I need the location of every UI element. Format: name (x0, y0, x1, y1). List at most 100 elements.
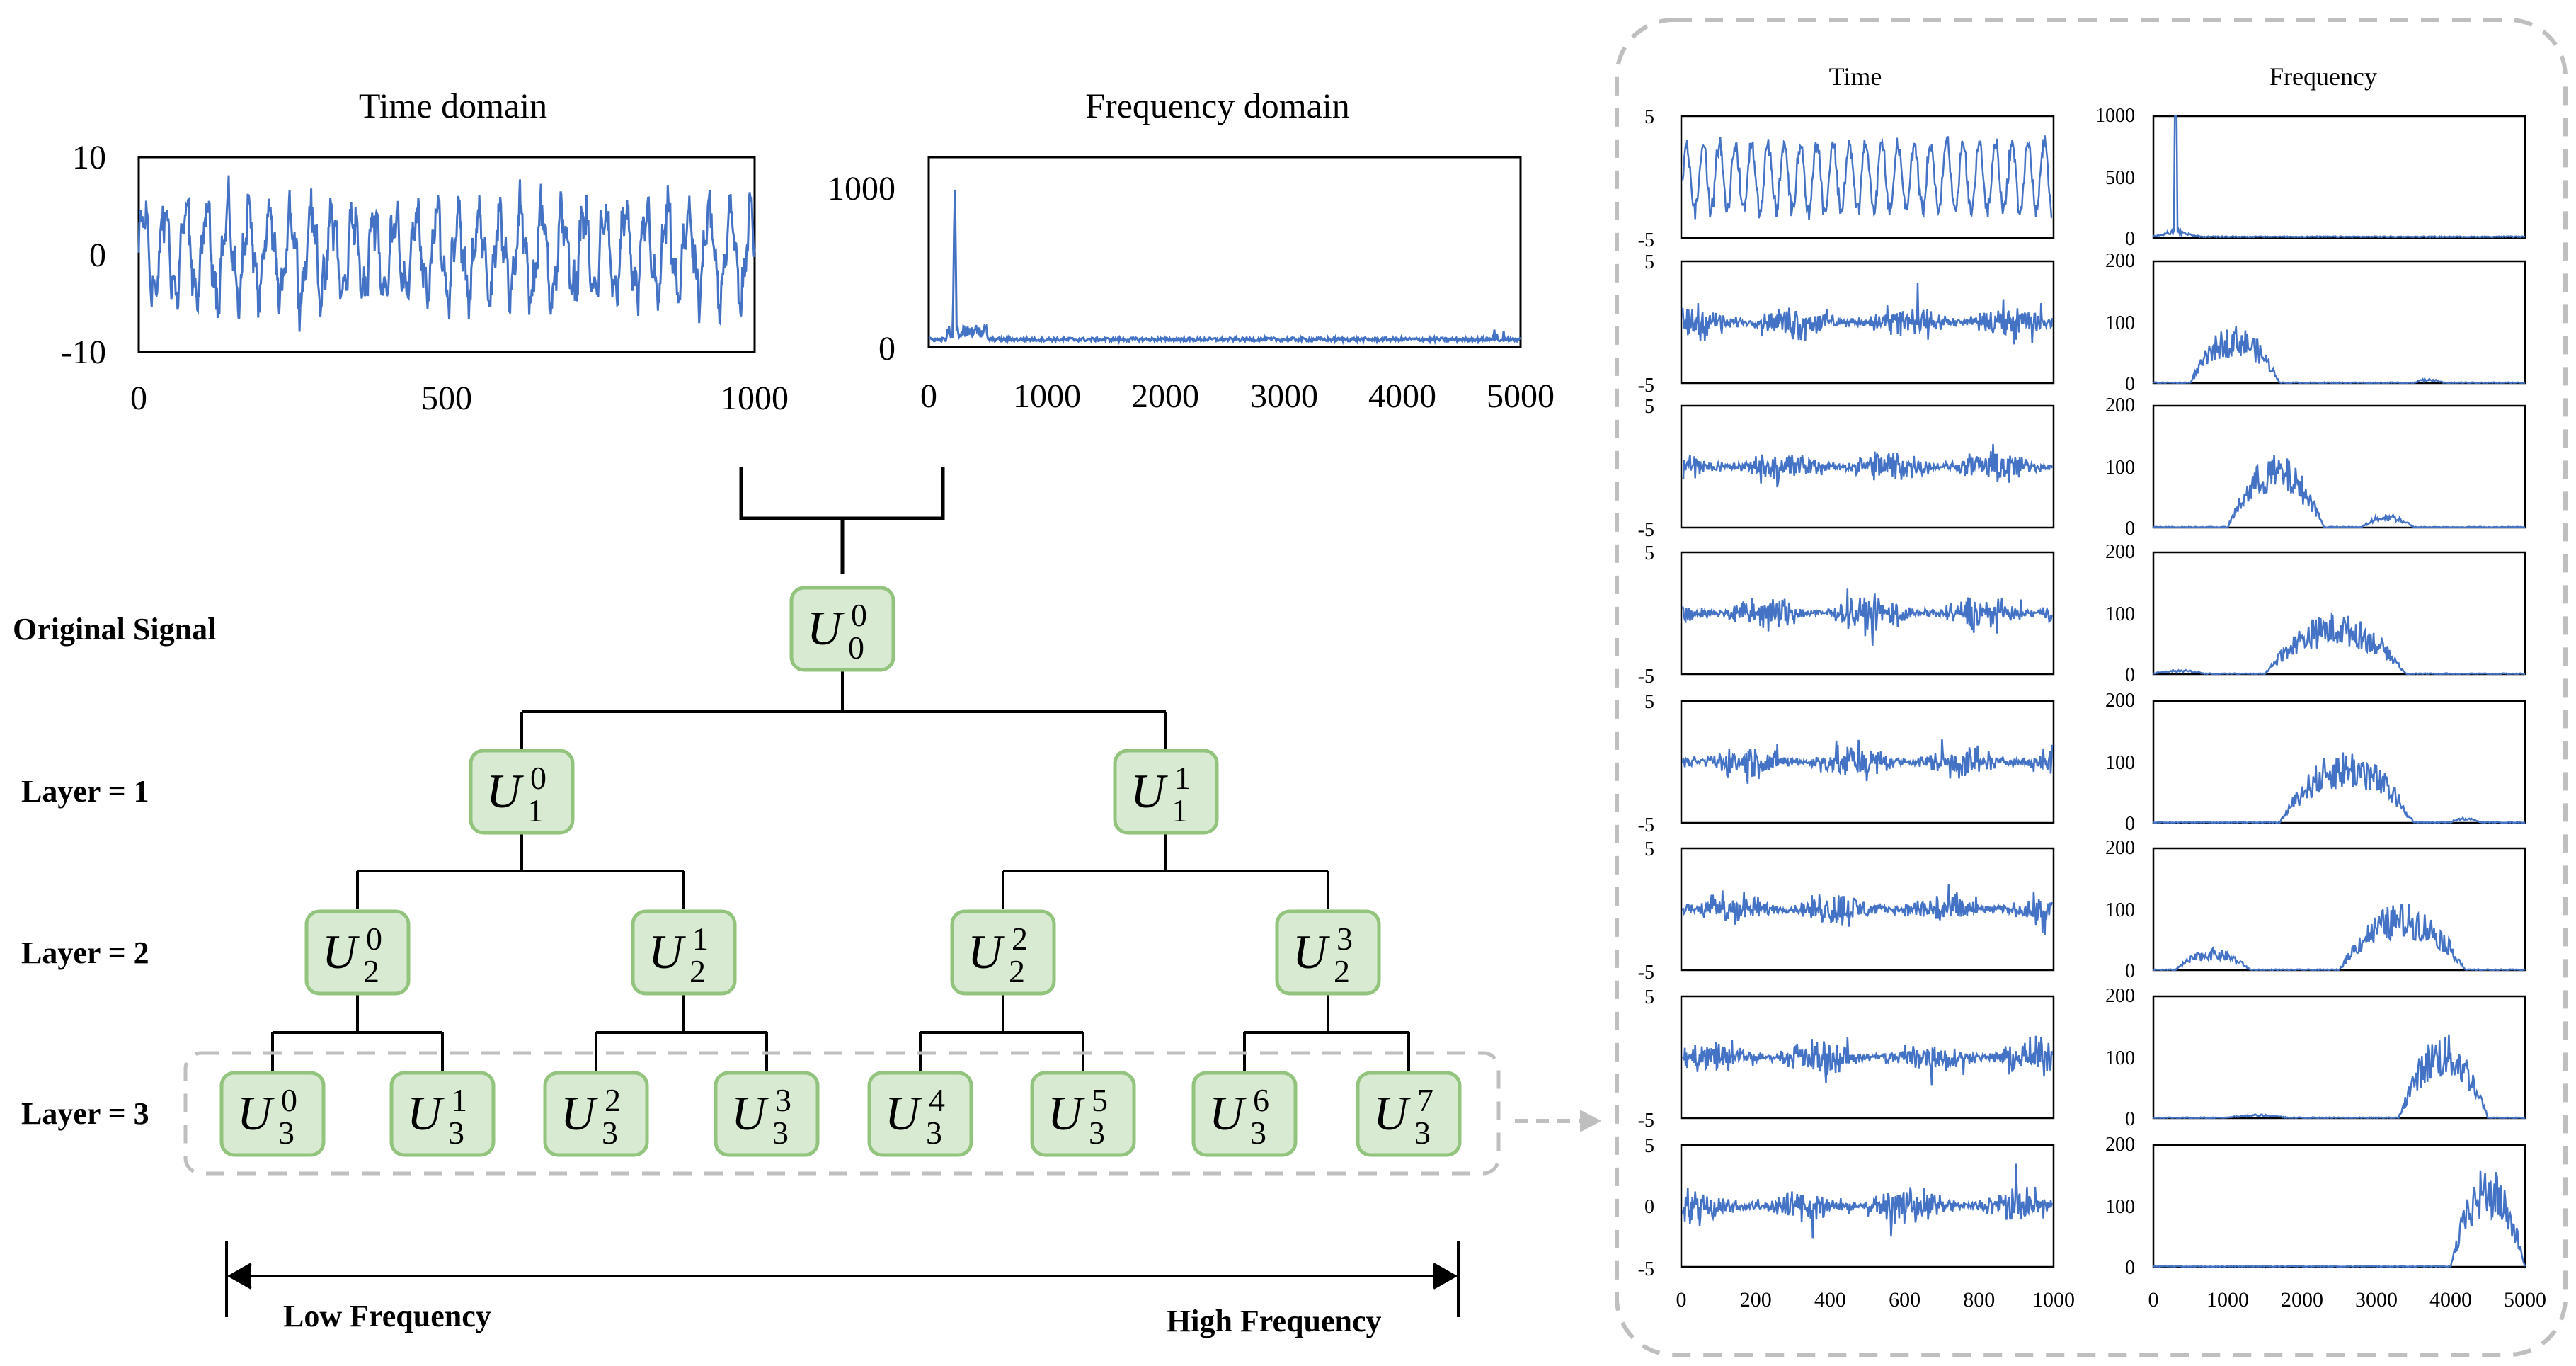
row-time-signal (1681, 135, 2053, 220)
row-time-frame (1680, 115, 2055, 239)
row-frequency-tick: 0 (2125, 228, 2135, 250)
panel-frequency-x-tick: 4000 (2429, 1288, 2472, 1311)
y-tick-label: -10 (61, 334, 106, 371)
node-base-letter: U (237, 1086, 275, 1140)
row-frequency-signal (2153, 1170, 2526, 1268)
node-superscript: 7 (1417, 1082, 1433, 1118)
tree-connectors (271, 669, 1410, 1071)
node-superscript: 3 (1336, 921, 1353, 957)
merge-bracket (739, 467, 945, 574)
time-domain-plot: Time domain 10 0 -10 0 500 1000 (61, 86, 789, 417)
node-subscript: 2 (1334, 953, 1350, 989)
node-subscript: 3 (448, 1115, 464, 1151)
row-frequency-tick: 1000 (2095, 105, 2135, 127)
row-time-signal (1681, 739, 2054, 784)
layer-label-original: Original Signal (13, 612, 216, 647)
node-superscript: 6 (1253, 1082, 1269, 1118)
row-time-tick: -5 (1638, 519, 1654, 541)
x-tick-label: 0 (130, 380, 147, 417)
layer-label-3: Layer = 3 (21, 1096, 149, 1131)
node-superscript: 2 (1012, 921, 1028, 957)
row-frequency-tick: 0 (2125, 813, 2135, 835)
node-subscript: 3 (1414, 1115, 1431, 1151)
row-time-tick: 5 (1644, 691, 1654, 713)
row-frequency-frame (2152, 551, 2526, 676)
row-frequency-signal (2153, 752, 2526, 824)
node-superscript: 4 (929, 1082, 945, 1118)
row-frequency-tick: 0 (2125, 518, 2135, 540)
time-domain-signal (137, 175, 756, 332)
node-base-letter: U (807, 601, 845, 655)
row-frequency-frame (2152, 260, 2526, 385)
row-time-tick: 5 (1644, 1135, 1654, 1157)
row-frequency-signal (2153, 1034, 2526, 1120)
row-frequency-tick: 100 (2105, 312, 2135, 334)
row-time-signal (1682, 444, 2054, 488)
decomposition-rows: 5-5100050005-520010005-520010005-5200100… (1638, 105, 2526, 1280)
x-tick-label: 0 (920, 377, 937, 415)
node-base-letter: U (731, 1086, 769, 1140)
panel-time-x-tick: 200 (1740, 1288, 1772, 1311)
node-base-letter: U (1293, 925, 1330, 979)
y-tick-label: 10 (72, 139, 106, 176)
x-tick-label: 2000 (1131, 377, 1199, 415)
y-tick-label: 0 (878, 330, 895, 368)
row-frequency-tick: 0 (2125, 1108, 2135, 1130)
row-frequency-tick: 200 (2105, 1134, 2135, 1156)
node-superscript: 0 (851, 597, 867, 633)
frequency-domain-plot: Frequency domain 1000 0 0 1000 2000 3000… (828, 86, 1555, 415)
row-time-tick: -5 (1638, 814, 1654, 836)
row-time-signal (1681, 283, 2054, 345)
panel-frequency-x-tick: 1000 (2206, 1288, 2249, 1311)
panel-time-x-tick: 600 (1889, 1288, 1920, 1311)
row-frequency-frame (2152, 1144, 2526, 1268)
panel-frequency-x-tick: 5000 (2504, 1288, 2546, 1311)
row-time-signal (1681, 1035, 2054, 1086)
row-frequency-tick: 100 (2105, 1196, 2135, 1218)
node-base-letter: U (407, 1086, 445, 1140)
row-time-signal (1681, 884, 2054, 935)
layer-label-1: Layer = 1 (21, 774, 149, 809)
layer3-dashed-group (183, 1051, 1501, 1176)
row-frequency-tick: 500 (2105, 167, 2135, 189)
x-tick-label: 4000 (1368, 377, 1436, 415)
row-frequency-tick: 100 (2105, 1047, 2135, 1069)
row-frequency-frame (2152, 847, 2526, 972)
layer-labels: Original Signal Layer = 1 Layer = 2 Laye… (13, 612, 216, 1131)
dashed-arrow-to-panel (1515, 1110, 1601, 1132)
x-tick-label: 500 (421, 380, 472, 417)
row-frequency-tick: 200 (2105, 985, 2135, 1007)
row-time-tick: -5 (1638, 962, 1654, 984)
node-superscript: 2 (605, 1082, 621, 1118)
row-time-tick: -5 (1638, 1258, 1654, 1280)
row-time-tick: -5 (1638, 666, 1654, 688)
x-tick-label: 5000 (1487, 377, 1555, 415)
panel-time-x-tick: 400 (1814, 1288, 1846, 1311)
row-frequency-frame (2152, 404, 2526, 529)
node-subscript: 2 (363, 953, 379, 989)
frequency-domain-frame (927, 156, 1522, 348)
layer-label-2: Layer = 2 (21, 935, 149, 970)
node-superscript: 0 (281, 1082, 297, 1118)
node-subscript: 0 (848, 630, 864, 666)
low-frequency-label: Low Frequency (283, 1299, 491, 1333)
node-subscript: 3 (1089, 1115, 1105, 1151)
node-base-letter: U (1048, 1086, 1085, 1140)
node-subscript: 3 (278, 1115, 294, 1151)
